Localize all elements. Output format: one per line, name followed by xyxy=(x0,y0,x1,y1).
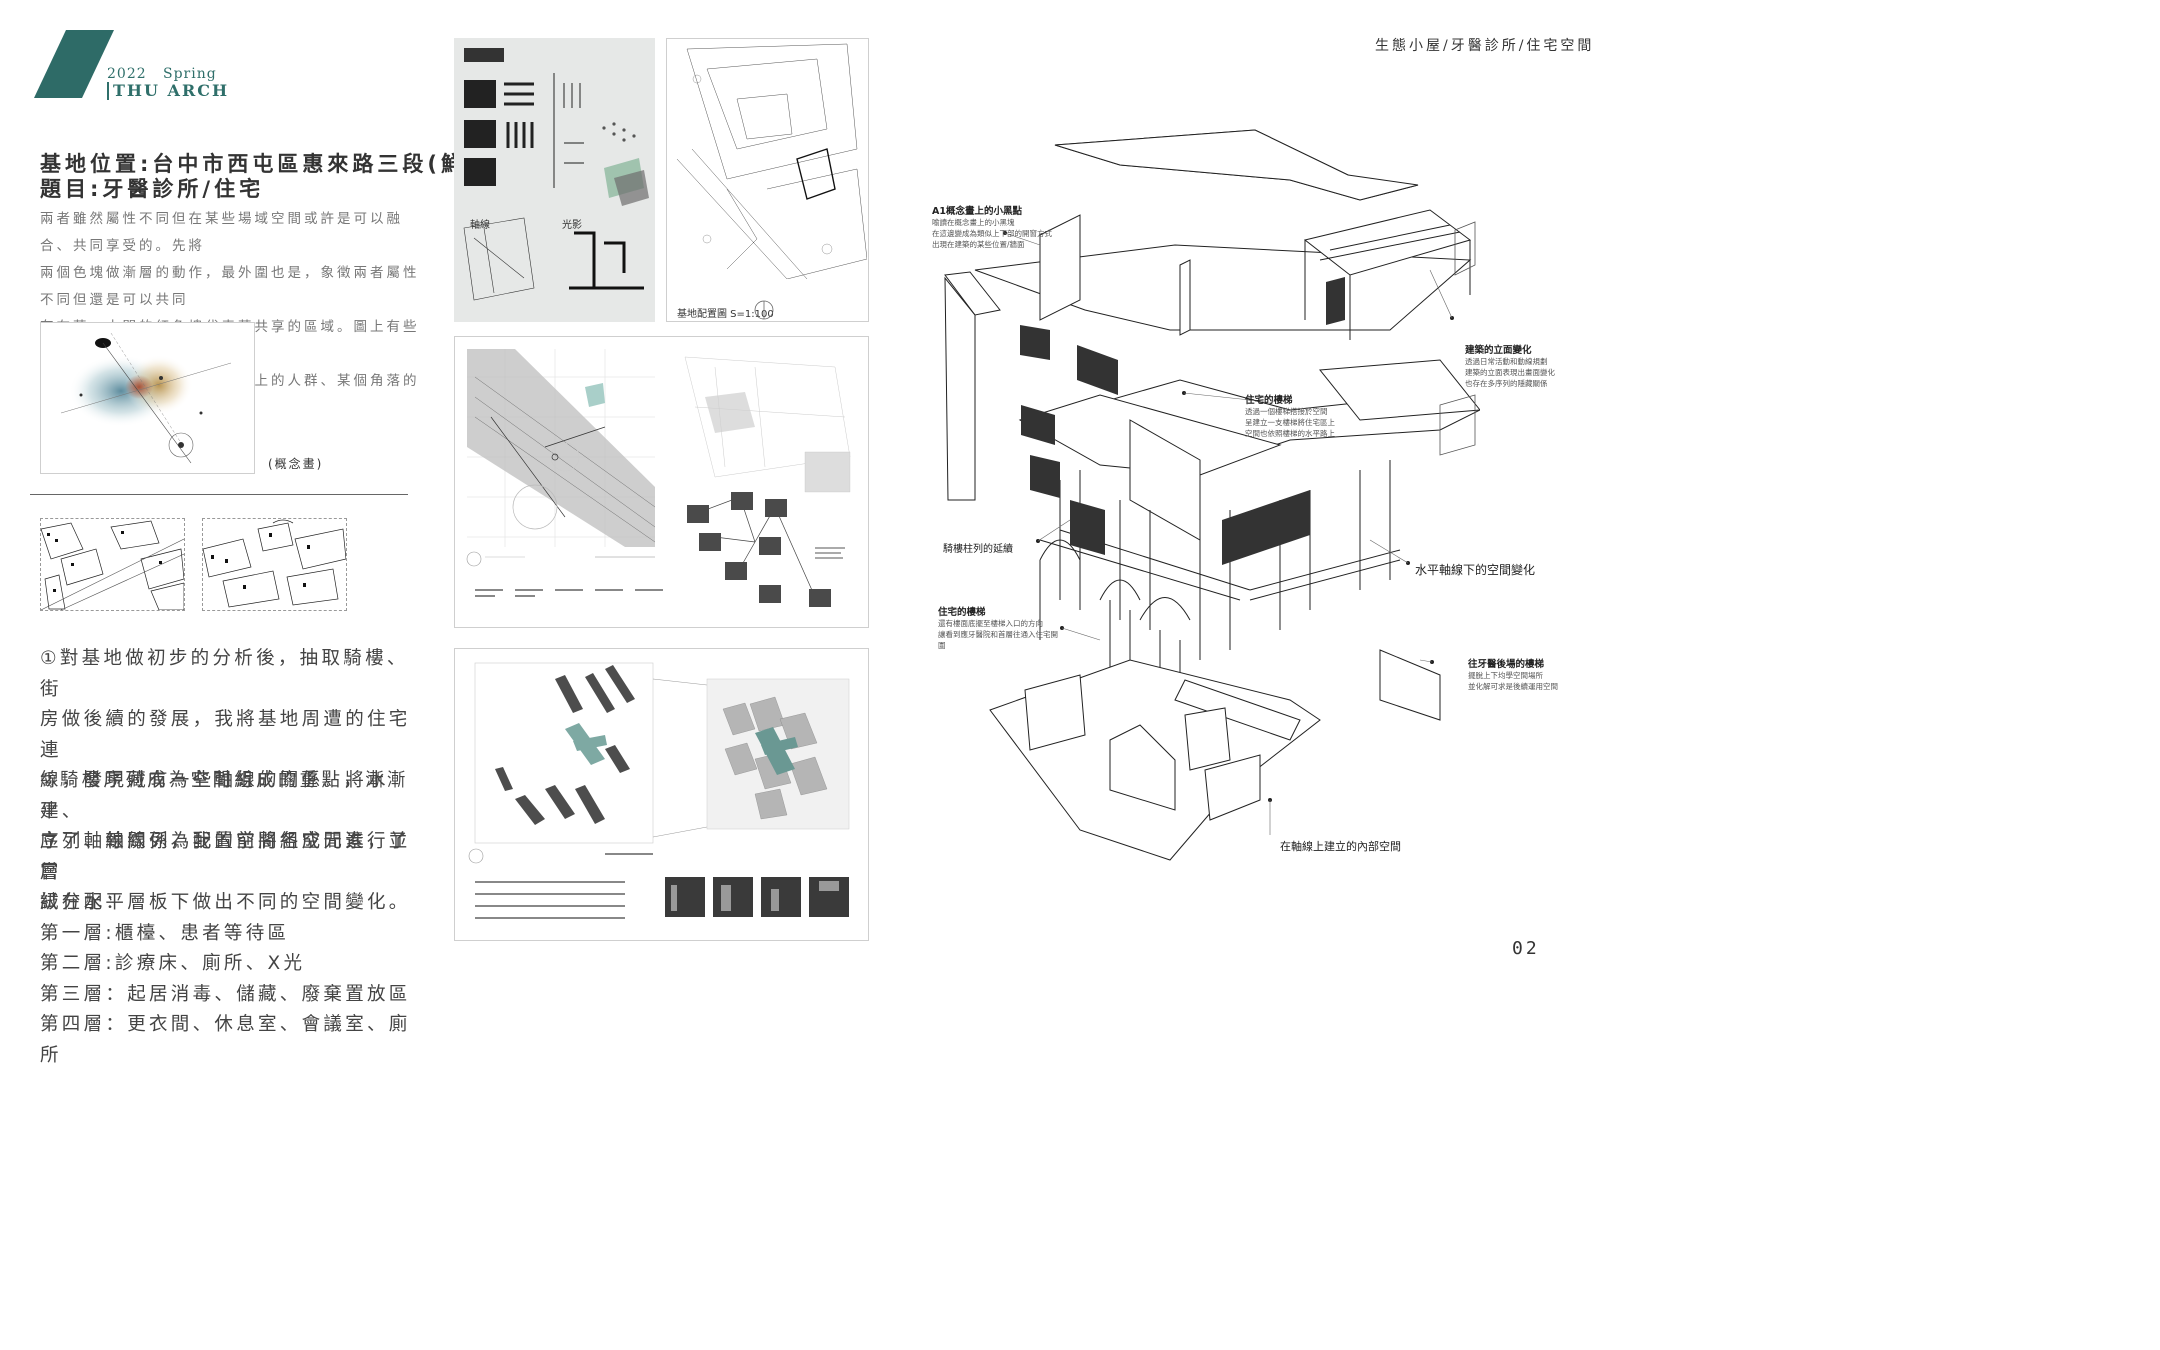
axis-label: 軸線 xyxy=(470,220,490,231)
section-divider xyxy=(30,494,408,495)
analysis-paragraph-2: ②騎樓序列成為空間組成的重點，漸漸建 立了軸線關係，配置前將各空間進行了層 級分… xyxy=(40,766,420,1071)
logo-mark xyxy=(34,30,114,98)
callout-residential-stair-1: 住宅的樓梯 透過一個樓梯搭接於空間 呈建立一支樓梯將住宅區上 空間也依照樓梯的水… xyxy=(1245,395,1335,438)
page-number: 02 xyxy=(1512,938,1540,959)
concept-label: (概念畫) xyxy=(268,457,324,471)
site-sketch-2 xyxy=(202,518,347,611)
logo-year-season: 2022 Spring xyxy=(107,66,217,82)
floor-2: 第二層:診療床、廁所、X光 xyxy=(40,953,306,974)
site-plan-label: 基地配置圖 S=1:100 xyxy=(677,309,774,320)
concept-drawing xyxy=(40,322,255,474)
callout-horizontal-axis: 水平軸線下的空間變化 xyxy=(1415,563,1536,577)
header-tagline: 生態小屋/牙醫診所/住宅空間 xyxy=(1375,38,1595,54)
callout-arcade-columns: 騎樓柱列的延續 xyxy=(943,544,1013,555)
callout-interior-space: 在軸線上建立的內部空間 xyxy=(1280,840,1401,853)
axis-relationship-panel xyxy=(454,648,869,941)
floor-3: 第三層：起居消毒、儲藏、廢棄置放區 xyxy=(40,983,411,1005)
street-analysis-panel xyxy=(454,336,869,628)
light-label: 光影 xyxy=(562,220,582,231)
callout-rear-stair: 往牙醫後場的樓梯 擺脫上下均學空間場所 並化解可求是後續運用空間 xyxy=(1468,659,1558,691)
exploded-axonometric xyxy=(944,129,1480,861)
logo-name: THU ARCH xyxy=(107,82,229,100)
callout-residential-stair-2: 住宅的樓梯 還有樓面底擺至樓梯入口的方向 讓看到應牙醫院和首層往通入住宅開圍 xyxy=(938,607,1058,650)
floor-1: 第一層:櫃檯、患者等待區 xyxy=(40,922,290,944)
site-sketch-1 xyxy=(40,518,185,611)
analysis-paragraph-1: ①對基地做初步的分析後，抽取騎樓、街 房做後續的發展，我將基地周遭的住宅連 線，… xyxy=(40,648,411,913)
site-plan-panel: 基地配置圖 S=1:100 xyxy=(666,38,869,322)
callout-facade: 建築的立面變化 透過日常活動和動線規劃 建築的立面表現出畫面變化 也存在多序列的… xyxy=(1465,345,1555,388)
topic-title: 題目:牙醫診所/住宅 xyxy=(40,177,265,201)
floor-4: 第四層：更衣間、休息室、會議室、廁所 xyxy=(40,1014,411,1066)
axis-analysis-board: 軸線 光影 xyxy=(454,38,655,322)
callout-black-dots: A1概念畫上的小黑點 喻讀在概念畫上的小黑塊 在這邊變成為類似上下部的開窗方式 … xyxy=(932,206,1052,249)
